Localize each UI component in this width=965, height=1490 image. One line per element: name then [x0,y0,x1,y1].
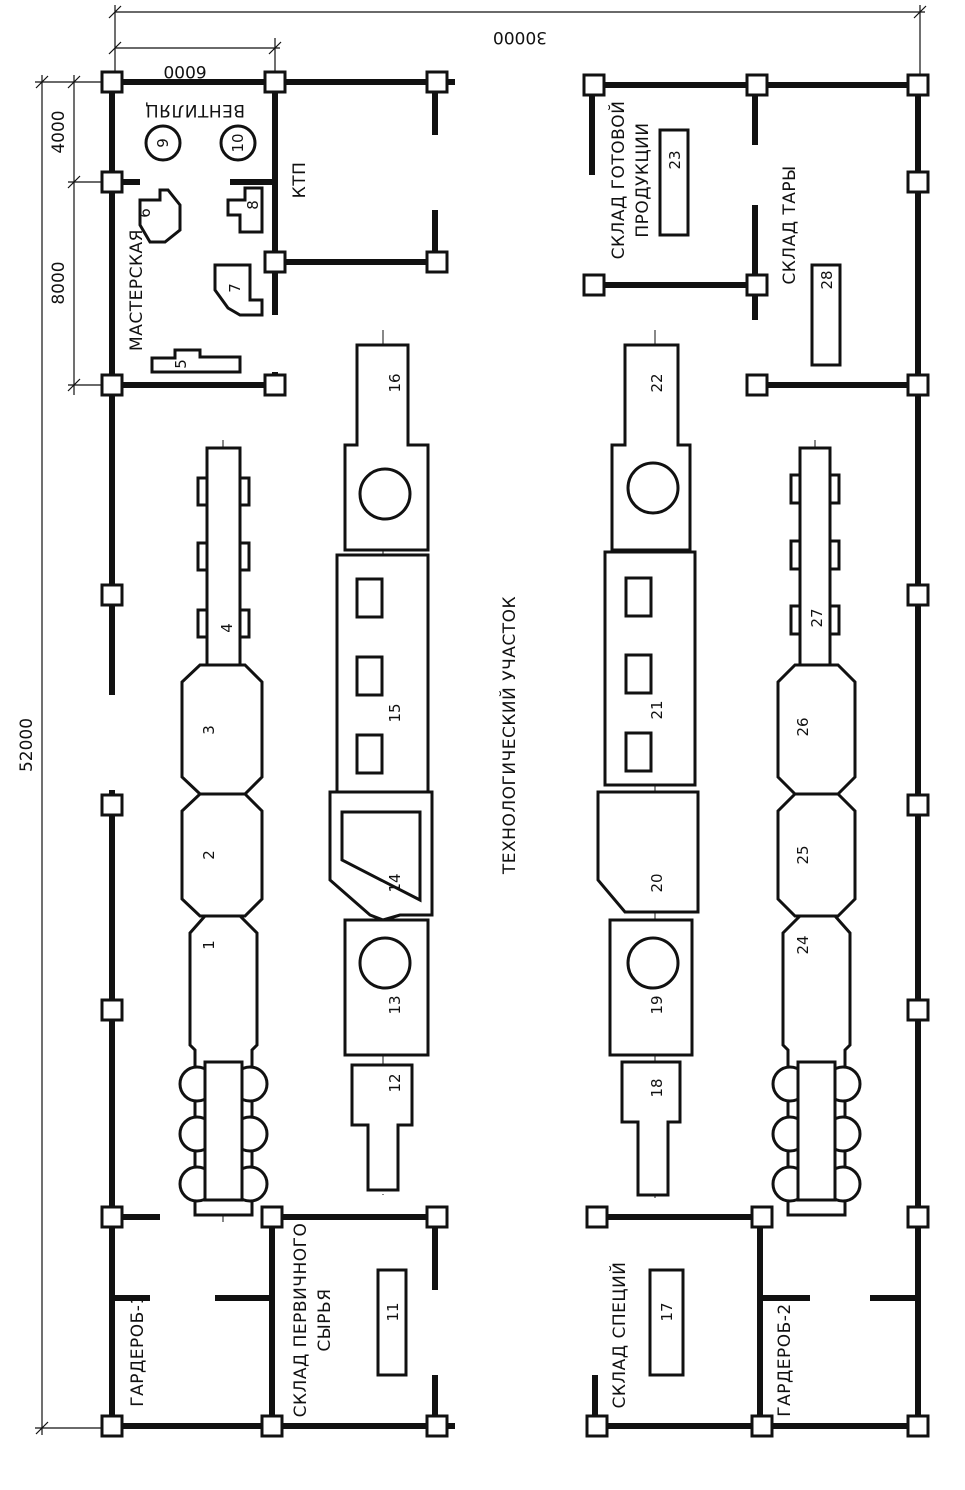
equipment-18 [620,1060,682,1197]
label-container-store: СКЛАД ТАРЫ [780,165,800,284]
label-raw-store-2: СЫРЬЯ [315,1288,335,1351]
equipment-28 [810,263,842,367]
dim-segment-2: 8000 [49,261,69,304]
equipment-8 [226,186,264,234]
number-20: 20 [648,873,666,892]
label-finished-goods-1: СКЛАД ГОТОВОЙ [607,101,629,260]
number-19: 19 [648,995,666,1014]
number-4: 4 [218,623,236,633]
number-23: 23 [666,150,684,169]
number-17: 17 [658,1302,676,1321]
equipment-9 [144,124,182,162]
number-10: 10 [229,133,247,152]
number-15: 15 [386,703,404,722]
equipment-10 [219,124,257,162]
equipment-14 [328,790,434,922]
number-12: 12 [386,1073,404,1092]
equipment-3 [180,663,264,796]
equipment-numbers: 1 2 3 4 5 6 7 8 9 10 11 12 13 14 15 16 1… [136,133,836,1321]
equipment [138,124,862,1377]
label-workshop: МАСТЕРСКАЯ [127,229,147,351]
label-wardrobe-1: ГАРДЕРОБ-1 [128,1293,148,1407]
dim-total-width: 30000 [493,27,547,47]
label-wardrobe-2: ГАРДЕРОБ-2 [775,1303,795,1417]
label-raw-store-1: СКЛАД ПЕРВИЧНОГО [291,1223,311,1418]
label-spice-store: СКЛАД СПЕЦИЙ [608,1261,630,1408]
number-16: 16 [386,373,404,392]
equipment-2 [180,792,264,918]
number-6: 6 [136,208,154,218]
number-9: 9 [154,138,172,148]
number-2: 2 [200,850,218,860]
number-3: 3 [200,725,218,735]
label-tech-area: ТЕХНОЛОГИЧЕСКИЙ УЧАСТОК [498,596,520,875]
number-27: 27 [808,608,826,627]
number-11: 11 [384,1302,402,1321]
equipment-12 [350,1063,414,1192]
equipment-20 [596,790,700,914]
dim-total-length: 52000 [17,718,37,772]
number-22: 22 [648,373,666,392]
equipment-17 [648,1268,685,1377]
number-21: 21 [648,700,666,719]
number-7: 7 [226,283,244,293]
room-labels: ВЕНТИЛЯЦ МАСТЕРСКАЯ КТП СКЛАД ГОТОВОЙ ПР… [127,100,800,1417]
label-ventilation: ВЕНТИЛЯЦ [145,100,245,120]
columns [100,70,930,1438]
equipment-6 [138,188,182,244]
equipment-5 [150,348,242,374]
number-24: 24 [794,935,812,954]
number-8: 8 [244,200,262,210]
equipment-23 [658,128,690,237]
number-5: 5 [172,359,190,369]
number-13: 13 [386,995,404,1014]
number-28: 28 [818,270,836,289]
dim-bay-width: 6000 [163,61,206,81]
label-finished-goods-2: ПРОДУКЦИИ [633,122,653,237]
dimension-lines: 30000 6000 52000 4000 8000 [17,5,927,1435]
label-ktp: КТП [290,162,310,199]
number-14: 14 [386,873,404,892]
number-26: 26 [794,717,812,736]
number-25: 25 [794,845,812,864]
number-1: 1 [200,940,218,950]
equipment-25 [776,792,857,918]
dim-segment-1: 4000 [49,110,69,153]
equipment-7 [213,263,264,317]
equipment-11 [376,1268,408,1377]
equipment-27 [798,446,832,667]
equipment-26 [776,663,857,796]
number-18: 18 [648,1078,666,1097]
